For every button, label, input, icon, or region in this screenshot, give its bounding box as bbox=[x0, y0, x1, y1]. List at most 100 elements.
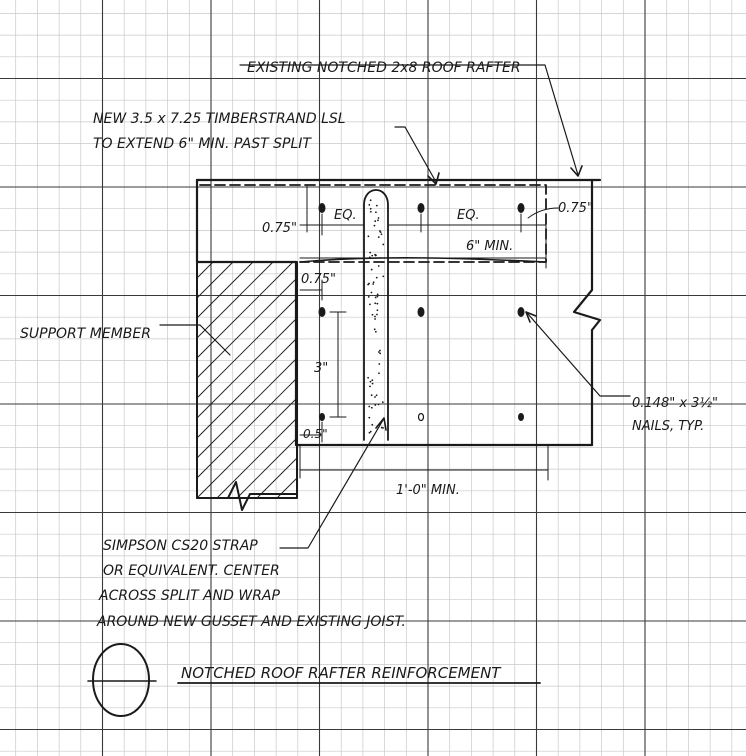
stipple-dot bbox=[367, 235, 370, 238]
hatch-line bbox=[196, 337, 298, 439]
nail-mark bbox=[318, 203, 326, 213]
dim-half: 0.5" bbox=[303, 427, 328, 441]
hatch-line bbox=[196, 261, 234, 299]
strap-label-line-1: SIMPSON CS20 STRAP bbox=[103, 538, 258, 554]
stipple-dot bbox=[374, 404, 377, 406]
stipple-dot bbox=[373, 224, 376, 227]
stipple-dot bbox=[381, 401, 384, 404]
stipple-dot bbox=[382, 243, 385, 246]
hatch-line bbox=[196, 261, 274, 339]
stipple-dot bbox=[377, 217, 380, 219]
dim-one-foot-min: 1'-0" MIN. bbox=[396, 483, 460, 498]
rafter-label: EXISTING NOTCHED 2x8 ROOF RAFTER bbox=[247, 60, 521, 76]
stipple-dot bbox=[377, 351, 380, 353]
lsl-label-line-2: TO EXTEND 6" MIN. PAST SPLIT bbox=[93, 136, 312, 152]
nail-mark bbox=[517, 307, 525, 317]
stipple-dot bbox=[368, 431, 371, 434]
stipple-dot bbox=[371, 423, 374, 426]
stipple-dot bbox=[375, 394, 378, 397]
dim-edge-right-top: 0.75" bbox=[558, 201, 593, 216]
stipple-dot bbox=[378, 372, 380, 375]
stipple-dot bbox=[374, 315, 376, 318]
stipple-dot bbox=[377, 219, 379, 222]
hatch-line bbox=[196, 357, 298, 459]
dim-six-min: 6" MIN. bbox=[466, 239, 513, 254]
stipple-dot bbox=[374, 296, 377, 299]
stipple-dot bbox=[370, 268, 373, 271]
stipple-dot bbox=[371, 254, 374, 257]
nail-mark bbox=[517, 203, 525, 213]
nail-mark bbox=[518, 413, 524, 421]
stipple-dot bbox=[371, 379, 374, 382]
stipple-dot bbox=[370, 394, 373, 397]
hatch-line bbox=[256, 457, 298, 499]
stipple-dot bbox=[368, 204, 371, 206]
stipple-dot bbox=[376, 313, 378, 316]
hatch-line bbox=[196, 317, 298, 419]
nails-label-line-2: NAILS, TYP. bbox=[632, 419, 704, 434]
section-bubble bbox=[87, 643, 157, 717]
stipple-dot bbox=[376, 295, 379, 298]
dim-edge-left-mid: 0.75" bbox=[301, 272, 336, 287]
stipple-dot bbox=[369, 207, 372, 210]
strap-label-line-3: ACROSS SPLIT AND WRAP bbox=[98, 588, 281, 604]
stipple-dot bbox=[374, 220, 377, 223]
dimension-lines bbox=[299, 184, 559, 481]
stipple-dot bbox=[376, 309, 379, 312]
stipple-dot bbox=[374, 302, 377, 305]
stipple-dot bbox=[376, 293, 379, 296]
break-line-support bbox=[196, 481, 298, 511]
support-member bbox=[196, 261, 298, 511]
lsl-label-line-1: NEW 3.5 x 7.25 TIMBERSTRAND LSL bbox=[93, 111, 346, 127]
support-member-label: SUPPORT MEMBER bbox=[20, 326, 151, 342]
stipple-dot bbox=[370, 406, 373, 409]
hatch-line bbox=[196, 297, 298, 399]
stipple-dot bbox=[374, 330, 377, 333]
hatch-line bbox=[216, 417, 298, 499]
hatch-line bbox=[196, 261, 214, 279]
nails-label-line-1: 0.148" x 3½" bbox=[632, 396, 718, 411]
stipple-dot bbox=[381, 261, 384, 264]
stipple-dot bbox=[371, 313, 374, 316]
stipple-dot bbox=[374, 396, 376, 398]
strap-label-line-2: OR EQUIVALENT. CENTER bbox=[103, 563, 280, 579]
dim-three: 3" bbox=[314, 361, 328, 376]
stipple-dot bbox=[379, 352, 382, 355]
cs20-strap bbox=[363, 189, 389, 441]
nail-mark bbox=[417, 307, 425, 317]
hatch-line bbox=[196, 277, 298, 379]
stipple-dot bbox=[369, 380, 372, 383]
stipple-dot bbox=[378, 363, 381, 365]
stipple-dot bbox=[368, 416, 371, 419]
nail-mark bbox=[417, 203, 425, 213]
dim-edge-left-top: 0.75" bbox=[262, 221, 297, 236]
stipple-dot bbox=[379, 231, 382, 234]
stipple-dot bbox=[376, 302, 379, 305]
dim-eq-left: EQ. bbox=[334, 208, 357, 223]
stipple-dot bbox=[369, 430, 372, 433]
stipple-dot bbox=[382, 275, 385, 278]
hatch-line bbox=[196, 261, 254, 319]
nail-mark bbox=[417, 412, 425, 422]
stipple-dot bbox=[379, 349, 381, 352]
stipple-dot bbox=[372, 281, 375, 284]
stipple-dot bbox=[372, 283, 375, 285]
leader-lines bbox=[159, 64, 631, 549]
drawing-title: NOTCHED ROOF RAFTER REINFORCEMENT bbox=[181, 664, 502, 682]
stipple-dot bbox=[367, 376, 370, 379]
nail-mark bbox=[318, 307, 326, 317]
stipple-dot bbox=[377, 236, 380, 239]
stipple-dot bbox=[369, 303, 371, 306]
support-member-hatch bbox=[196, 261, 298, 499]
break-line-rafter bbox=[572, 178, 602, 447]
stipple-dot bbox=[370, 291, 373, 294]
stipple-dot bbox=[369, 199, 372, 202]
stipple-dot bbox=[368, 282, 370, 285]
stipple-dot bbox=[371, 382, 374, 385]
dim-eq-right: EQ. bbox=[457, 208, 480, 223]
stipple-dot bbox=[375, 276, 378, 279]
hatch-line bbox=[196, 377, 298, 479]
